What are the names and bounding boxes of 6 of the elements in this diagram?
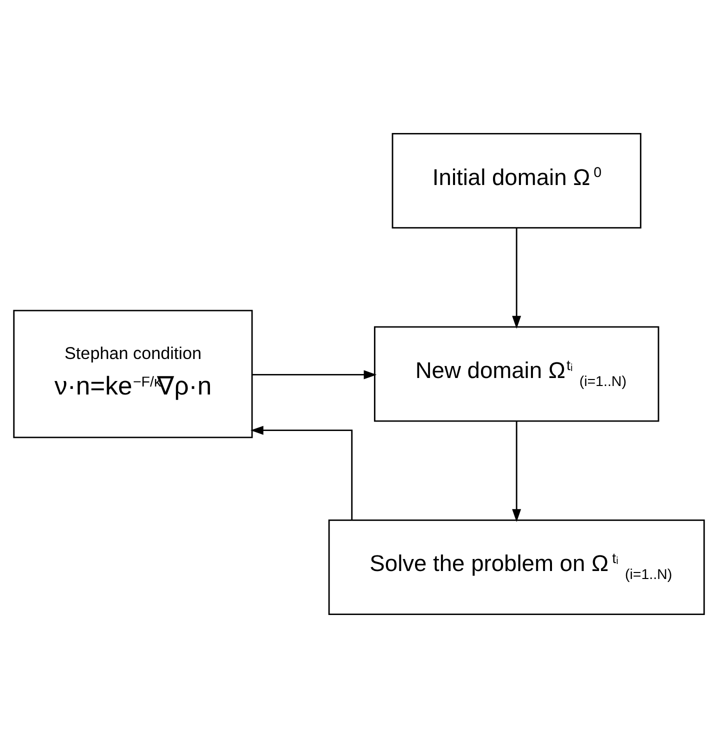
arrow — [512, 228, 522, 328]
node-box: Initial domain Ω$^{0}$ — [392, 132, 642, 228]
node-box: Stephan condition ν·n=ke$^{−F/κ}$∇ρ·n — [13, 309, 253, 438]
arrow — [252, 370, 377, 379]
arrow — [250, 425, 353, 520]
arrow — [512, 420, 522, 522]
